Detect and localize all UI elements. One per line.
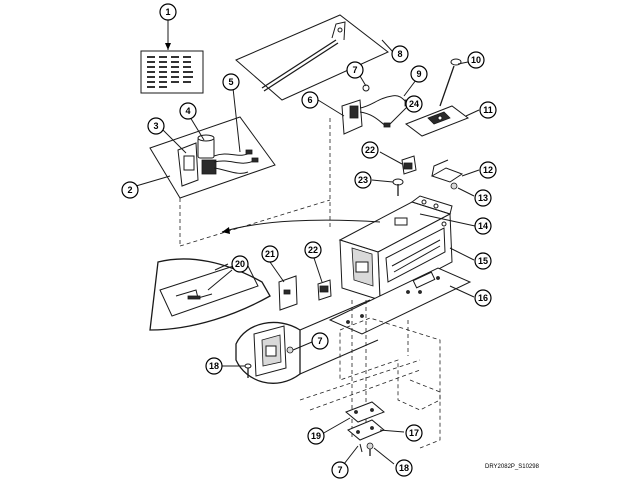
rod-panel — [235, 14, 389, 101]
leader-11 — [465, 109, 480, 117]
svg-text:14: 14 — [478, 221, 488, 231]
svg-text:12: 12 — [483, 165, 493, 175]
callout-21: 21 — [261, 245, 279, 263]
callout-14: 14 — [474, 217, 492, 235]
svg-text:8: 8 — [397, 49, 402, 59]
svg-text:19: 19 — [311, 431, 321, 441]
leader-5 — [232, 87, 241, 153]
leader-7a — [359, 75, 367, 87]
svg-text:7: 7 — [337, 465, 342, 475]
callout-7-middle: 7 — [311, 332, 329, 350]
leader-20 — [207, 269, 233, 291]
callout-3: 3 — [147, 117, 165, 135]
leader-6 — [317, 99, 345, 117]
svg-text:1: 1 — [165, 7, 170, 17]
callout-10: 10 — [467, 51, 485, 69]
svg-text:10: 10 — [471, 55, 481, 65]
base-plate — [328, 267, 472, 335]
zoom-detail-lower — [235, 321, 301, 384]
leader-3 — [162, 129, 187, 154]
svg-text:7: 7 — [317, 336, 322, 346]
drawing-reference: DRY2082P_S10298 — [485, 464, 540, 470]
callout-19: 19 — [307, 427, 325, 445]
svg-text:15: 15 — [478, 256, 488, 266]
callout-5: 5 — [222, 73, 240, 91]
svg-text:22: 22 — [365, 145, 375, 155]
leader-4 — [189, 116, 205, 141]
svg-text:18: 18 — [209, 361, 219, 371]
callout-1: 1 — [159, 3, 177, 21]
decal-label — [140, 50, 204, 94]
svg-text:20: 20 — [235, 259, 245, 269]
callout-24: 24 — [405, 95, 423, 113]
callout-11: 11 — [479, 101, 497, 119]
callout-7-top: 7 — [346, 61, 364, 79]
callout-18-upper: 18 — [205, 357, 223, 375]
callout-23: 23 — [354, 171, 372, 189]
leader-9 — [403, 79, 417, 97]
switch-upper — [401, 155, 417, 175]
svg-text:21: 21 — [265, 249, 275, 259]
callout-16: 16 — [474, 289, 492, 307]
callout-22-lower: 22 — [304, 241, 322, 259]
callout-13: 13 — [474, 189, 492, 207]
cabinet-outline — [299, 300, 441, 449]
screw-23 — [392, 178, 404, 196]
callout-20: 20 — [231, 255, 249, 273]
cover-21 — [278, 275, 298, 311]
callout-7-bottom: 7 — [331, 461, 349, 479]
svg-text:23: 23 — [358, 175, 368, 185]
leader-15 — [449, 247, 475, 261]
svg-text:7: 7 — [352, 65, 357, 75]
switch-bracket — [341, 84, 412, 135]
svg-text:17: 17 — [409, 428, 419, 438]
svg-text:11: 11 — [483, 105, 493, 115]
callout-22-upper: 22 — [361, 141, 379, 159]
hinge-plate-19 — [345, 401, 385, 423]
leader-2 — [135, 175, 171, 187]
svg-text:16: 16 — [478, 293, 488, 303]
clip-part — [430, 159, 464, 190]
callout-18-lower: 18 — [395, 459, 413, 477]
leader-22a — [379, 151, 403, 165]
leader-16 — [449, 285, 475, 298]
callout-12: 12 — [479, 161, 497, 179]
svg-text:24: 24 — [409, 99, 419, 109]
svg-text:4: 4 — [185, 106, 190, 116]
leader-7b — [292, 341, 313, 351]
leader-10 — [457, 61, 469, 65]
callout-8: 8 — [391, 45, 409, 63]
leader-14 — [419, 213, 476, 227]
callout-17: 17 — [405, 424, 423, 442]
transformer-panel — [149, 116, 276, 199]
svg-text:6: 6 — [307, 95, 312, 105]
callout-6: 6 — [301, 91, 319, 109]
zoom-detail-20 — [149, 258, 271, 331]
svg-text:5: 5 — [228, 77, 233, 87]
svg-text:13: 13 — [478, 193, 488, 203]
svg-text:9: 9 — [416, 69, 421, 79]
callout-2: 2 — [121, 181, 139, 199]
callout-15: 15 — [474, 252, 492, 270]
svg-text:22: 22 — [308, 245, 318, 255]
switch-lower — [317, 279, 332, 301]
screw-18-lower — [366, 442, 374, 456]
svg-text:18: 18 — [399, 463, 409, 473]
svg-text:2: 2 — [127, 185, 132, 195]
hinge-plate-17 — [347, 419, 385, 441]
leader-8 — [381, 39, 394, 53]
callout-4: 4 — [179, 102, 197, 120]
svg-text:3: 3 — [153, 121, 158, 131]
screw-18-upper — [244, 363, 252, 378]
callout-9: 9 — [410, 65, 428, 83]
